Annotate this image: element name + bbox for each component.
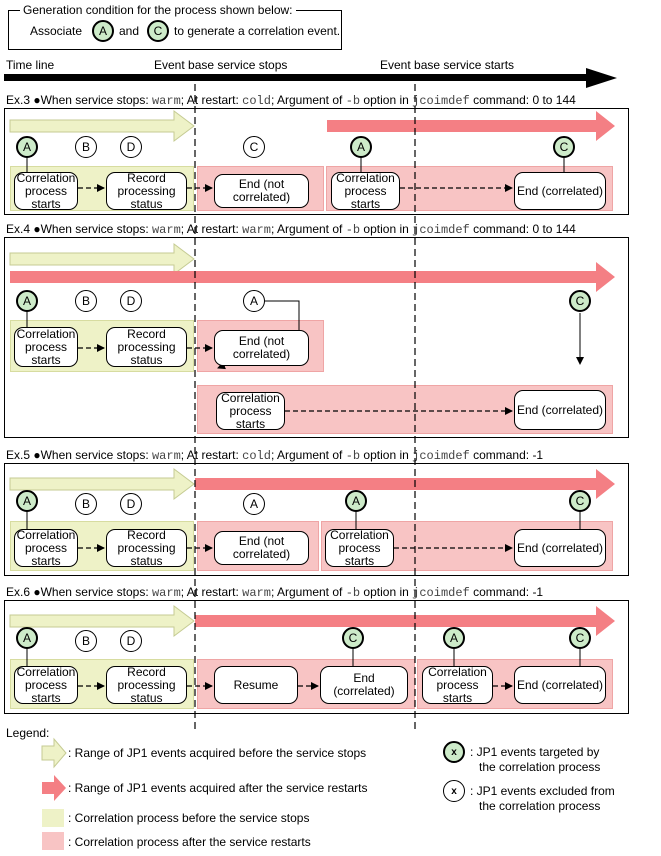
ex5-event-c-icon: C	[569, 490, 591, 512]
timeline-starts-label: Event base service starts	[380, 58, 515, 72]
ex4-event-a2-icon: A	[243, 290, 265, 312]
legend-excluded-text-2: the correlation process	[479, 799, 601, 813]
legend-before-swatch	[42, 809, 64, 827]
ex3-event-b-icon: B	[75, 136, 97, 158]
ex5-end-not-correlated: End (not correlated)	[214, 531, 309, 565]
ex3-end-correlated: End (correlated)	[514, 172, 606, 210]
ex3-event-d-icon: D	[120, 136, 142, 158]
ex4-event-b-icon: B	[75, 290, 97, 312]
ex6-panel	[4, 600, 629, 714]
ex4-after-range-arrow	[10, 262, 615, 292]
ex4-correlation-starts: Correlation process starts	[14, 327, 78, 367]
condition-title: Generation condition for the process sho…	[20, 3, 296, 17]
ex5-event-a3-icon: A	[345, 490, 367, 512]
ex3-correlation-starts-2: Correlation process starts	[331, 171, 400, 210]
ex5-event-d-icon: D	[120, 493, 142, 515]
legend-corr-before-text: : Correlation process before the service…	[68, 811, 310, 825]
legend-after-arrow	[42, 775, 66, 801]
legend-before-text: : Range of JP1 events acquired before th…	[68, 746, 367, 760]
ex4-correlation-starts-2: Correlation process starts	[216, 391, 285, 430]
legend-targeted-icon: x	[443, 741, 465, 763]
legend-after-swatch	[42, 832, 64, 850]
ex6-event-a-icon: A	[16, 627, 38, 649]
ex4-event-c-icon: C	[569, 290, 591, 312]
ex5-correlation-starts: Correlation process starts	[14, 528, 78, 567]
ex3-end-not-correlated: End (not correlated)	[214, 174, 309, 208]
ex6-end-correlated: End (correlated)	[320, 666, 408, 704]
ex6-correlation-starts-2: Correlation process starts	[422, 665, 493, 704]
ex6-after-range-arrow	[195, 606, 615, 636]
ex6-before-range-arrow	[9, 605, 195, 637]
ex3-before-range-arrow	[9, 110, 195, 142]
ex3-event-c2-icon: C	[553, 136, 575, 158]
ex3-event-a2-icon: A	[350, 136, 372, 158]
condition-and: and	[119, 24, 140, 38]
ex5-end-correlated: End (correlated)	[514, 529, 606, 567]
legend-excluded-text-1: : JP1 events excluded from	[470, 784, 615, 798]
ex6-event-c2-icon: C	[569, 627, 591, 649]
ex6-end-correlated-2: End (correlated)	[514, 666, 606, 704]
ex6-event-b-icon: B	[75, 630, 97, 652]
ex5-record-status: Record processing status	[106, 528, 187, 567]
ex5-panel	[4, 463, 629, 576]
legend-before-arrow	[41, 737, 67, 769]
ex3-event-a-icon: A	[16, 136, 38, 158]
legend-corr-after-text: : Correlation process after the service …	[68, 835, 311, 849]
ex4-event-d-icon: D	[120, 290, 142, 312]
ex6-event-d-icon: D	[120, 630, 142, 652]
legend-title: Legend:	[6, 726, 50, 740]
ex6-event-a2-icon: A	[443, 627, 465, 649]
event-a-targeted-icon: A	[92, 20, 114, 42]
ex4-record-status: Record processing status	[106, 327, 187, 367]
ex5-before-range-arrow	[9, 468, 195, 500]
ex5-correlation-starts-2: Correlation process starts	[325, 528, 394, 567]
ex5-event-a2-icon: A	[243, 493, 265, 515]
ex6-header: Ex.6 ●When service stops: warm; At resta…	[6, 585, 544, 600]
legend-excluded-icon: x	[443, 780, 465, 802]
ex6-resume: Resume	[214, 666, 298, 704]
ex5-event-a-icon: A	[16, 490, 38, 512]
legend-after-text: : Range of JP1 events acquired after the…	[68, 781, 368, 795]
legend-targeted-text-1: : JP1 events targeted by	[470, 745, 600, 759]
ex6-event-c-icon: C	[342, 627, 364, 649]
ex4-end-not-correlated: End (not correlated)	[214, 330, 309, 366]
timeline-label: Time line	[6, 58, 55, 72]
ex6-correlation-starts: Correlation process starts	[14, 665, 78, 704]
ex3-panel	[4, 108, 629, 215]
ex3-header: Ex.3 ●When service stops: warm; At resta…	[6, 93, 576, 108]
timeline-stops-label: Event base service stops	[154, 58, 288, 72]
ex3-correlation-starts: Correlation process starts	[14, 171, 78, 210]
timeline-bar	[4, 74, 594, 81]
ex5-after-range-arrow	[195, 469, 615, 499]
condition-suffix: to generate a correlation event.	[174, 24, 341, 38]
ex4-end-correlated: End (correlated)	[514, 390, 606, 430]
ex4-before-range-arrow	[9, 243, 195, 275]
ex3-after-range-arrow	[327, 111, 615, 141]
event-c-targeted-icon: C	[147, 20, 169, 42]
condition-prefix: Associate	[30, 24, 83, 38]
ex5-event-b-icon: B	[75, 493, 97, 515]
ex6-record-status: Record processing status	[106, 665, 187, 704]
ex3-event-c-icon: C	[243, 136, 265, 158]
timeline-arrowhead	[586, 68, 617, 88]
legend-targeted-text-2: the correlation process	[479, 760, 601, 774]
ex3-record-status: Record processing status	[106, 171, 187, 210]
ex4-event-a-icon: A	[16, 290, 38, 312]
ex4-panel	[4, 237, 629, 438]
